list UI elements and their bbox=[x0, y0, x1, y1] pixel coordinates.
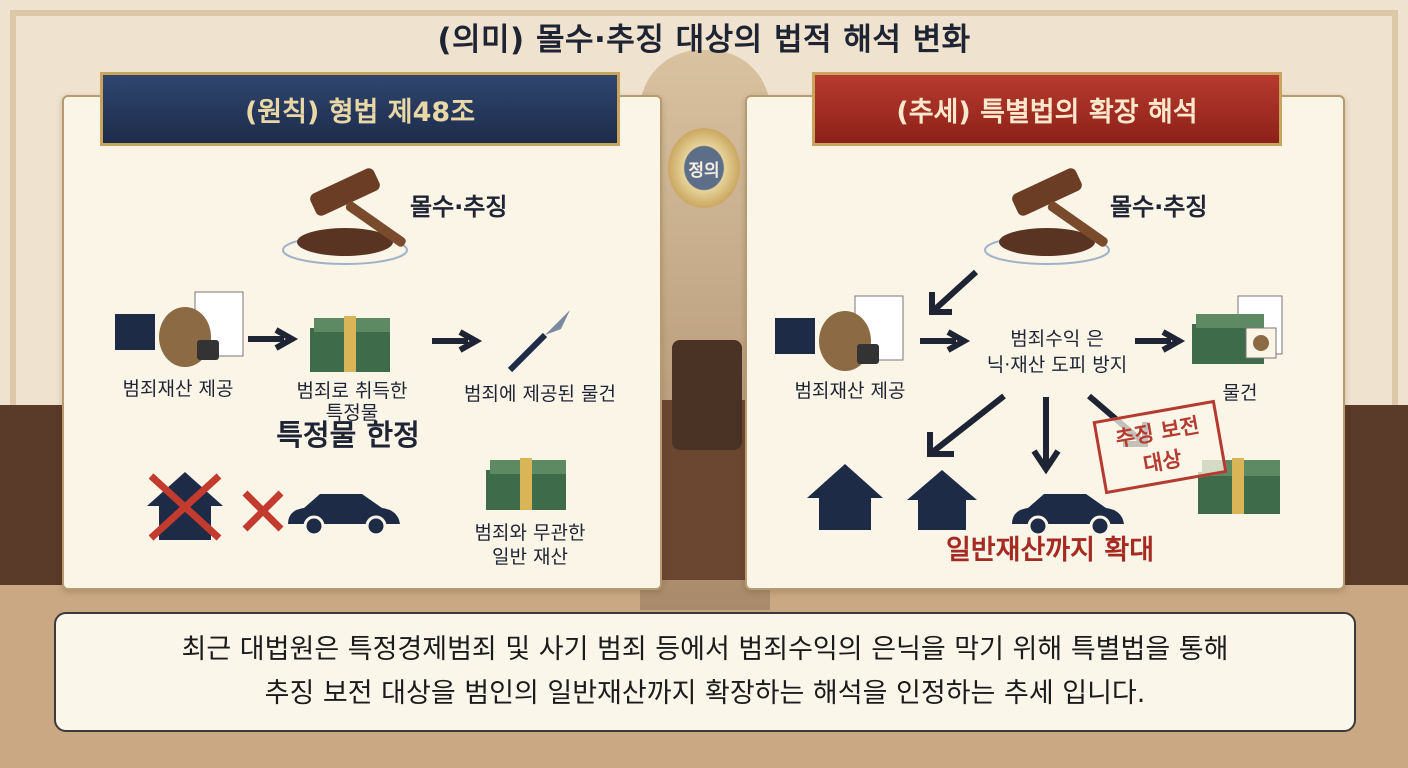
background-wall-panel-left bbox=[0, 405, 70, 585]
arrow-down-left-icon bbox=[927, 393, 1006, 457]
arrow-right-icon bbox=[248, 327, 299, 351]
caption-line2: 추징 보전 대상을 범인의 일반재산까지 확장하는 해석을 인정하는 추세 입니… bbox=[264, 678, 1146, 709]
gavel-icon bbox=[282, 168, 408, 265]
car-icon bbox=[1012, 494, 1124, 537]
background-wall-panel-right bbox=[1340, 405, 1408, 585]
house-icon bbox=[807, 464, 883, 530]
gavel-icon bbox=[984, 168, 1110, 265]
emblem-text: 정의 bbox=[688, 160, 720, 181]
left-step2-label-line1: 범죄로 취득한 bbox=[296, 380, 408, 402]
money-stack-icon bbox=[310, 316, 390, 372]
arrow-right-icon bbox=[432, 329, 483, 353]
right-center-label-line1: 범죄수익 은 bbox=[1010, 328, 1104, 350]
house-icon bbox=[147, 472, 223, 541]
left-unrelated-label-line1: 범죄와 무관한 bbox=[474, 522, 586, 544]
money-stack-icon bbox=[486, 458, 566, 510]
justice-emblem: 정의 bbox=[668, 128, 740, 208]
left-limit-label: 특정물 한정 bbox=[276, 418, 420, 452]
left-banner: (원칙) 형법 제48조 bbox=[100, 72, 620, 146]
arrow-down-icon bbox=[1031, 397, 1061, 475]
left-gavel-label: 몰수·추징 bbox=[410, 193, 508, 221]
right-expand-label: 일반재산까지 확대 bbox=[945, 535, 1155, 566]
caption-line1: 최근 대법원은 특정경제범죄 및 사기 범죄 등에서 범죄수익의 은닉을 막기 … bbox=[181, 634, 1229, 665]
right-gavel-label: 몰수·추징 bbox=[1110, 193, 1208, 221]
left-unrelated-label-line2: 일반 재산 bbox=[492, 546, 568, 568]
arrow-right-icon bbox=[920, 329, 971, 353]
right-step1-label: 범죄재산 제공 bbox=[794, 380, 906, 402]
right-banner: (추세) 특별법의 확장 해석 bbox=[812, 72, 1282, 146]
house-icon bbox=[907, 470, 977, 530]
hand-moneybag-icon bbox=[775, 295, 904, 371]
left-step2-label-line2: 특정물 bbox=[325, 402, 379, 424]
left-step3-label: 범죄에 제공된 물건 bbox=[464, 383, 616, 405]
cross-mark-icon bbox=[242, 490, 284, 532]
right-center-label-line2: 닉·재산 도피 방지 bbox=[986, 354, 1128, 376]
page-title: (의미) 몰수·추징 대상의 법적 해석 변화 bbox=[437, 22, 971, 58]
left-step1-label: 범죄재산 제공 bbox=[122, 378, 234, 400]
money-document-icon bbox=[1192, 295, 1283, 364]
arrow-down-left-icon bbox=[929, 269, 979, 315]
arrow-right-icon bbox=[1135, 329, 1186, 353]
knife-icon bbox=[507, 310, 570, 373]
background-judge-chair bbox=[672, 340, 742, 450]
right-item-label: 물건 bbox=[1222, 382, 1258, 404]
car-icon bbox=[288, 494, 400, 537]
caption-box: 최근 대법원은 특정경제범죄 및 사기 범죄 등에서 범죄수익의 은닉을 막기 … bbox=[54, 612, 1356, 732]
hand-moneybag-icon bbox=[115, 291, 244, 367]
